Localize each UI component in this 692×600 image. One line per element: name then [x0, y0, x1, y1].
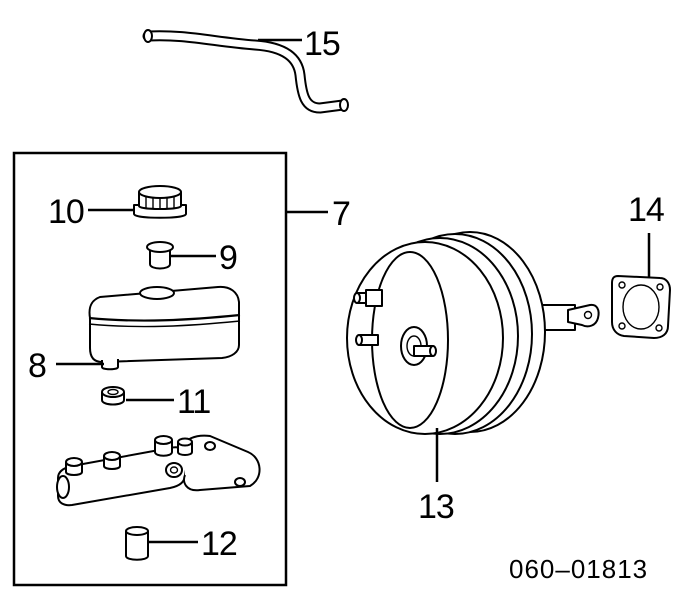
gasket-part-14	[611, 233, 671, 339]
strainer-part-9	[146, 241, 216, 270]
callout-8: 8	[28, 347, 46, 385]
callout-10: 10	[48, 193, 84, 231]
callout-11: 11	[177, 383, 210, 421]
callout-12: 12	[201, 525, 237, 563]
assembly-outline-box	[12, 151, 288, 587]
callout-7: 7	[332, 195, 350, 233]
reservoir-part-8	[56, 285, 241, 371]
reservoir-cap-part-10	[88, 185, 187, 219]
callout-13: 13	[418, 488, 454, 526]
callout-15: 15	[304, 25, 340, 63]
diagram-code: 060–01813	[509, 554, 648, 584]
vacuum-hose-part-15	[142, 29, 349, 114]
grommet-part-11	[101, 386, 174, 406]
bushing-part-12	[125, 526, 198, 561]
callout-9: 9	[219, 239, 237, 277]
master-cylinder-body	[56, 434, 261, 507]
brake-booster-part-13	[346, 231, 600, 482]
callout-14: 14	[628, 191, 664, 229]
